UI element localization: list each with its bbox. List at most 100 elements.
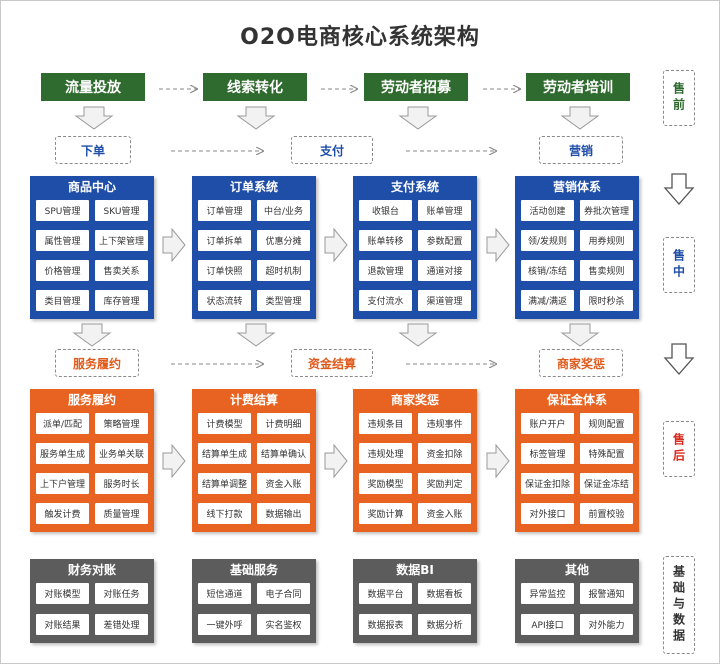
module-cell: 渠道管理 bbox=[418, 290, 471, 311]
panel-title: 保证金体系 bbox=[546, 393, 607, 407]
panel-title: 服务履约 bbox=[67, 393, 116, 407]
module-cell: 核销/冻结 bbox=[521, 260, 574, 281]
side-label-pre-sale: 售前 bbox=[663, 70, 695, 126]
right-arrow bbox=[162, 227, 186, 263]
module-cell: 线下打款 bbox=[198, 503, 251, 524]
panel-payment-system: 支付系统 收银台 账单管理 账单转移 参数配置 退款管理 通道对接 支付流水 渠… bbox=[353, 176, 477, 319]
panel-title: 基础服务 bbox=[229, 563, 278, 577]
module-cell: 数据平台 bbox=[359, 583, 412, 604]
module-cell: 状态流转 bbox=[198, 290, 251, 311]
module-cell: 售卖规则 bbox=[580, 260, 633, 281]
module-cell: 超时机制 bbox=[257, 260, 310, 281]
down-arrow bbox=[74, 106, 114, 130]
module-cell: 退款管理 bbox=[359, 260, 412, 281]
diagram-title: O2O电商核心系统架构 bbox=[240, 25, 480, 50]
module-cell: 资金入账 bbox=[418, 503, 471, 524]
module-cell: 账单管理 bbox=[418, 200, 471, 221]
right-arrow bbox=[486, 443, 510, 479]
module-cell: 对外接口 bbox=[521, 503, 574, 524]
module-cell: 上下架管理 bbox=[95, 230, 148, 251]
down-arrow bbox=[236, 323, 276, 347]
side-label-after-sale: 售后 bbox=[663, 421, 695, 477]
module-cell: 违规事件 bbox=[418, 413, 471, 434]
module-cell: 限时秒杀 bbox=[580, 290, 633, 311]
module-cell: 属性管理 bbox=[36, 230, 89, 251]
module-cell: 结算单调整 bbox=[198, 473, 251, 494]
panel-service-fulfillment: 服务履约 派单/匹配 策略管理 服务单生成 业务单关联 上下户管理 服务时长 触… bbox=[30, 389, 154, 532]
panel-title: 商家奖惩 bbox=[390, 393, 439, 407]
module-cell: 触发计费 bbox=[36, 503, 89, 524]
module-cell: 数据看板 bbox=[418, 583, 471, 604]
panel-billing-settlement: 计费结算 计费模型 计费明细 结算单生成 结算单确认 结算单调整 资金入账 线下… bbox=[192, 389, 316, 532]
module-cell: 订单拆单 bbox=[198, 230, 251, 251]
down-arrow bbox=[560, 323, 600, 347]
down-arrow bbox=[560, 106, 600, 130]
module-cell: 结算单确认 bbox=[257, 443, 310, 464]
module-cell: 订单快照 bbox=[198, 260, 251, 281]
down-arrow bbox=[398, 106, 438, 130]
module-cell: 支付流水 bbox=[359, 290, 412, 311]
module-cell: 奖励判定 bbox=[418, 473, 471, 494]
module-cell: 活动创建 bbox=[521, 200, 574, 221]
side-label-foundation-data: 基础与数据 bbox=[663, 556, 695, 654]
panel-title: 商品中心 bbox=[67, 180, 116, 194]
side-label-in-sale: 售中 bbox=[663, 237, 695, 293]
panel-title: 其他 bbox=[564, 563, 589, 577]
panel-title: 订单系统 bbox=[229, 180, 278, 194]
module-cell: 差错处理 bbox=[95, 614, 148, 635]
panel-title: 支付系统 bbox=[390, 180, 439, 194]
panel-product-center: 商品中心 SPU管理 SKU管理 属性管理 上下架管理 价格管理 售卖关系 类目… bbox=[30, 176, 154, 319]
module-cell: 前置校验 bbox=[580, 503, 633, 524]
module-cell: 上下户管理 bbox=[36, 473, 89, 494]
module-cell: 业务单关联 bbox=[95, 443, 148, 464]
module-cell: 质量管理 bbox=[95, 503, 148, 524]
stage-payment: 支付 bbox=[291, 136, 373, 164]
module-cell: 电子合同 bbox=[257, 583, 310, 604]
module-cell: API接口 bbox=[521, 614, 574, 635]
stage-merchant-reward: 商家奖惩 bbox=[539, 349, 623, 377]
module-cell: 优惠分摊 bbox=[257, 230, 310, 251]
module-cell: 数据输出 bbox=[257, 503, 310, 524]
module-cell: 中台/业务 bbox=[257, 200, 310, 221]
module-cell: 券批次管理 bbox=[580, 200, 633, 221]
panel-marketing-system: 营销体系 活动创建 券批次管理 领/发规则 用券规则 核销/冻结 售卖规则 满减… bbox=[515, 176, 639, 319]
module-cell: 保证金扣除 bbox=[521, 473, 574, 494]
module-cell: 奖励模型 bbox=[359, 473, 412, 494]
module-cell: 领/发规则 bbox=[521, 230, 574, 251]
module-cell: 规则配置 bbox=[580, 413, 633, 434]
module-cell: 违规条目 bbox=[359, 413, 412, 434]
module-cell: 异常监控 bbox=[521, 583, 574, 604]
module-cell: 策略管理 bbox=[95, 413, 148, 434]
right-arrow bbox=[486, 227, 510, 263]
flow-step-worker-recruit: 劳动者招募 bbox=[364, 73, 468, 101]
panel-data-bi: 数据BI 数据平台 数据看板 数据报表 数据分析 bbox=[353, 559, 477, 643]
module-cell: 类目管理 bbox=[36, 290, 89, 311]
panel-order-system: 订单系统 订单管理 中台/业务 订单拆单 优惠分摊 订单快照 超时机制 状态流转… bbox=[192, 176, 316, 319]
module-cell: 资金扣除 bbox=[418, 443, 471, 464]
module-cell: 实名鉴权 bbox=[257, 614, 310, 635]
module-cell: 标签管理 bbox=[521, 443, 574, 464]
panel-basic-services: 基础服务 短信通道 电子合同 一键外呼 实名鉴权 bbox=[192, 559, 316, 643]
module-cell: 售卖关系 bbox=[95, 260, 148, 281]
module-cell: 价格管理 bbox=[36, 260, 89, 281]
module-cell: 库存管理 bbox=[95, 290, 148, 311]
module-cell: 数据报表 bbox=[359, 614, 412, 635]
module-cell: 满减/满返 bbox=[521, 290, 574, 311]
flow-step-worker-training: 劳动者培训 bbox=[526, 73, 630, 101]
stage-marketing: 营销 bbox=[539, 136, 623, 164]
module-cell: 计费明细 bbox=[257, 413, 310, 434]
flow-step-traffic: 流量投放 bbox=[41, 73, 145, 101]
module-cell: 派单/匹配 bbox=[36, 413, 89, 434]
down-arrow bbox=[398, 323, 438, 347]
down-arrow bbox=[236, 106, 276, 130]
module-cell: 报警通知 bbox=[580, 583, 633, 604]
module-cell: 服务时长 bbox=[95, 473, 148, 494]
right-arrow bbox=[324, 443, 348, 479]
stage-fund-settlement: 资金结算 bbox=[291, 349, 373, 377]
module-cell: 类型管理 bbox=[257, 290, 310, 311]
module-cell: 对账模型 bbox=[36, 583, 89, 604]
module-cell: 违规处理 bbox=[359, 443, 412, 464]
module-cell: 计费模型 bbox=[198, 413, 251, 434]
